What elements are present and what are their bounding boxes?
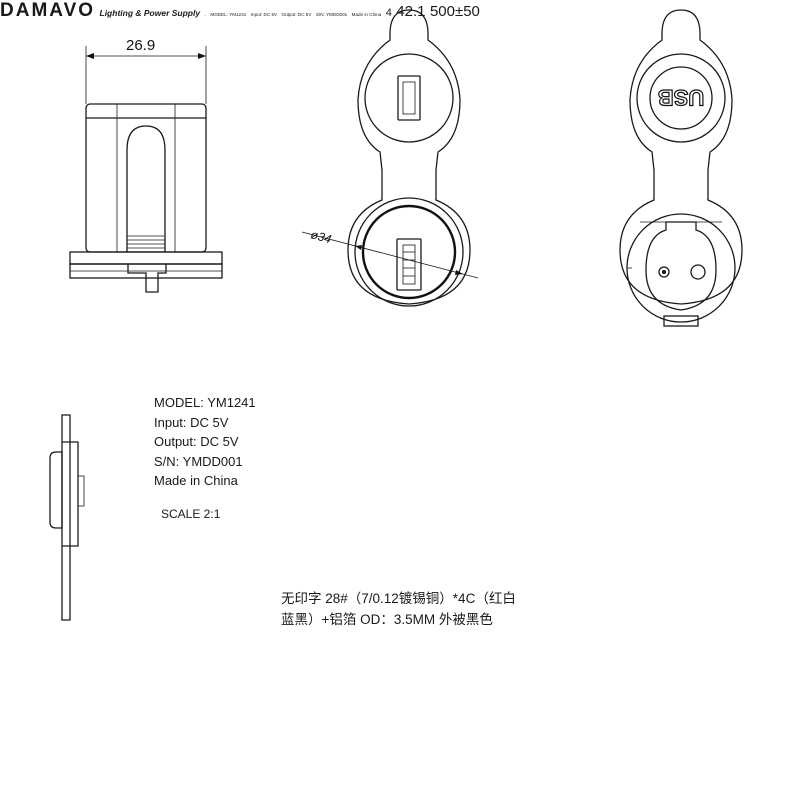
product-label: MODEL: YM1241 Input: DC 5V Output: DC 5V…: [154, 393, 256, 491]
label-input: Input: DC 5V: [154, 414, 229, 430]
cap-usb-marking: USB: [658, 85, 704, 110]
cable-specification: 无印字 28#（7/0.12镀锡铜）*4C（红白 蓝黑）+铝箔 OD：3.5MM…: [281, 588, 571, 630]
mini-label-origin: Made in China: [351, 12, 382, 17]
dimension-cable-length: 500±50: [429, 3, 480, 20]
panel-profile: [49, 414, 85, 621]
brand-logo: DAMAVO Lighting & Power Supply: [0, 0, 205, 21]
ce-mark: CE: [205, 3, 211, 20]
label-model: MODEL: YM1241: [154, 395, 256, 410]
brand-name: DAMAVO: [0, 0, 96, 21]
dimension-diameter: ø34: [309, 227, 333, 246]
front-view: ø34: [301, 9, 479, 307]
brand-tagline: Lighting & Power Supply: [99, 8, 201, 18]
ce-mark-text: CE: [204, 16, 206, 17]
drawing-scale: SCALE 2:1: [161, 507, 221, 521]
mini-label-input: Input: DC 5V: [250, 12, 278, 17]
label-origin: Made in China: [154, 473, 238, 488]
dimension-top-width: 26.9: [126, 37, 155, 54]
cable-assembly-view: MODEL: YM1241 Input: DC 5V Output: DC 5V…: [210, 3, 480, 20]
side-view: 26.9: [69, 37, 223, 293]
mini-label-output: Output: DC 5V: [281, 12, 312, 17]
dimension-flange-thickness: 4: [385, 7, 392, 19]
mini-label-serial: S/N: YMDD001: [315, 12, 348, 17]
dimension-body-length: 42.1: [396, 3, 426, 20]
cable-spec-line-1: 无印字 28#（7/0.12镀锡铜）*4C（红白: [281, 591, 516, 606]
label-serial: S/N: YMDD001: [154, 453, 243, 469]
label-output: Output: DC 5V: [154, 434, 239, 449]
mini-label-model: MODEL: YM1241: [210, 12, 247, 17]
back-view: USB: [619, 9, 743, 327]
cable-spec-line-2: 蓝黑）+铝箔 OD：3.5MM 外被黑色: [281, 612, 493, 627]
